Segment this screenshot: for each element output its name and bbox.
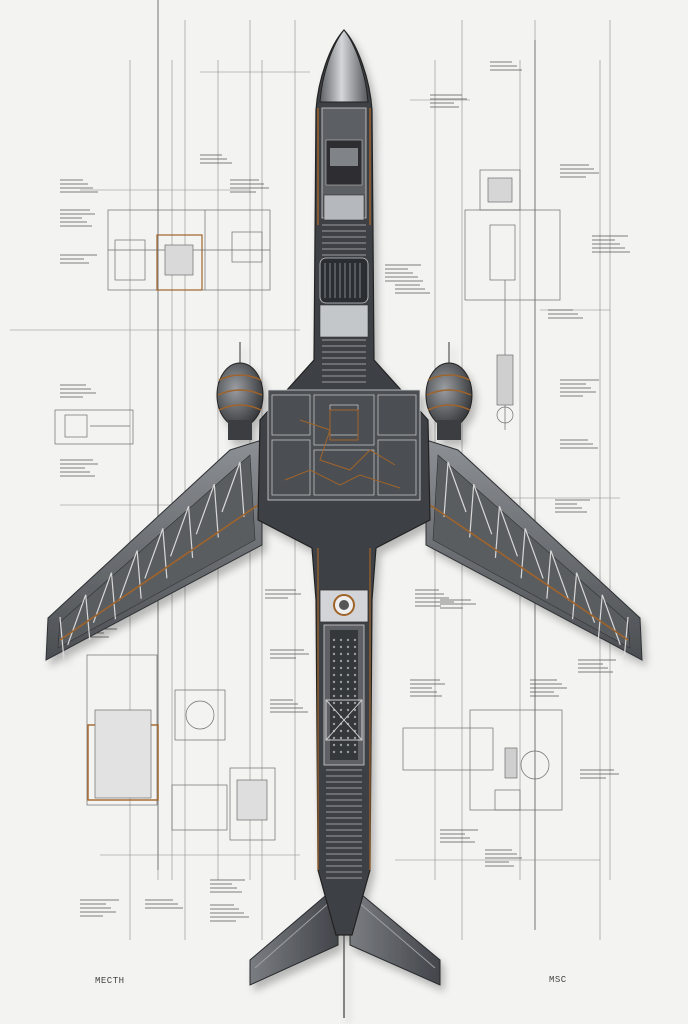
bottom-right-label: MSC bbox=[549, 975, 567, 985]
fuselage bbox=[257, 29, 431, 936]
annotation-text-blocks bbox=[60, 61, 630, 922]
schematic-panel-lower-right bbox=[402, 709, 563, 811]
bottom-left-label: MECTH bbox=[95, 976, 125, 986]
schematic-panel-upper-left bbox=[107, 209, 271, 291]
schematic-panel-mid-left bbox=[54, 409, 134, 445]
right-wing bbox=[425, 439, 643, 661]
schematic-panel-lower-left bbox=[86, 654, 276, 841]
left-wing bbox=[45, 439, 263, 661]
aircraft-cutaway bbox=[45, 29, 643, 1018]
schematic-panel-upper-right bbox=[464, 169, 561, 430]
left-engine-nacelle bbox=[216, 342, 264, 440]
right-engine-nacelle bbox=[425, 342, 473, 440]
